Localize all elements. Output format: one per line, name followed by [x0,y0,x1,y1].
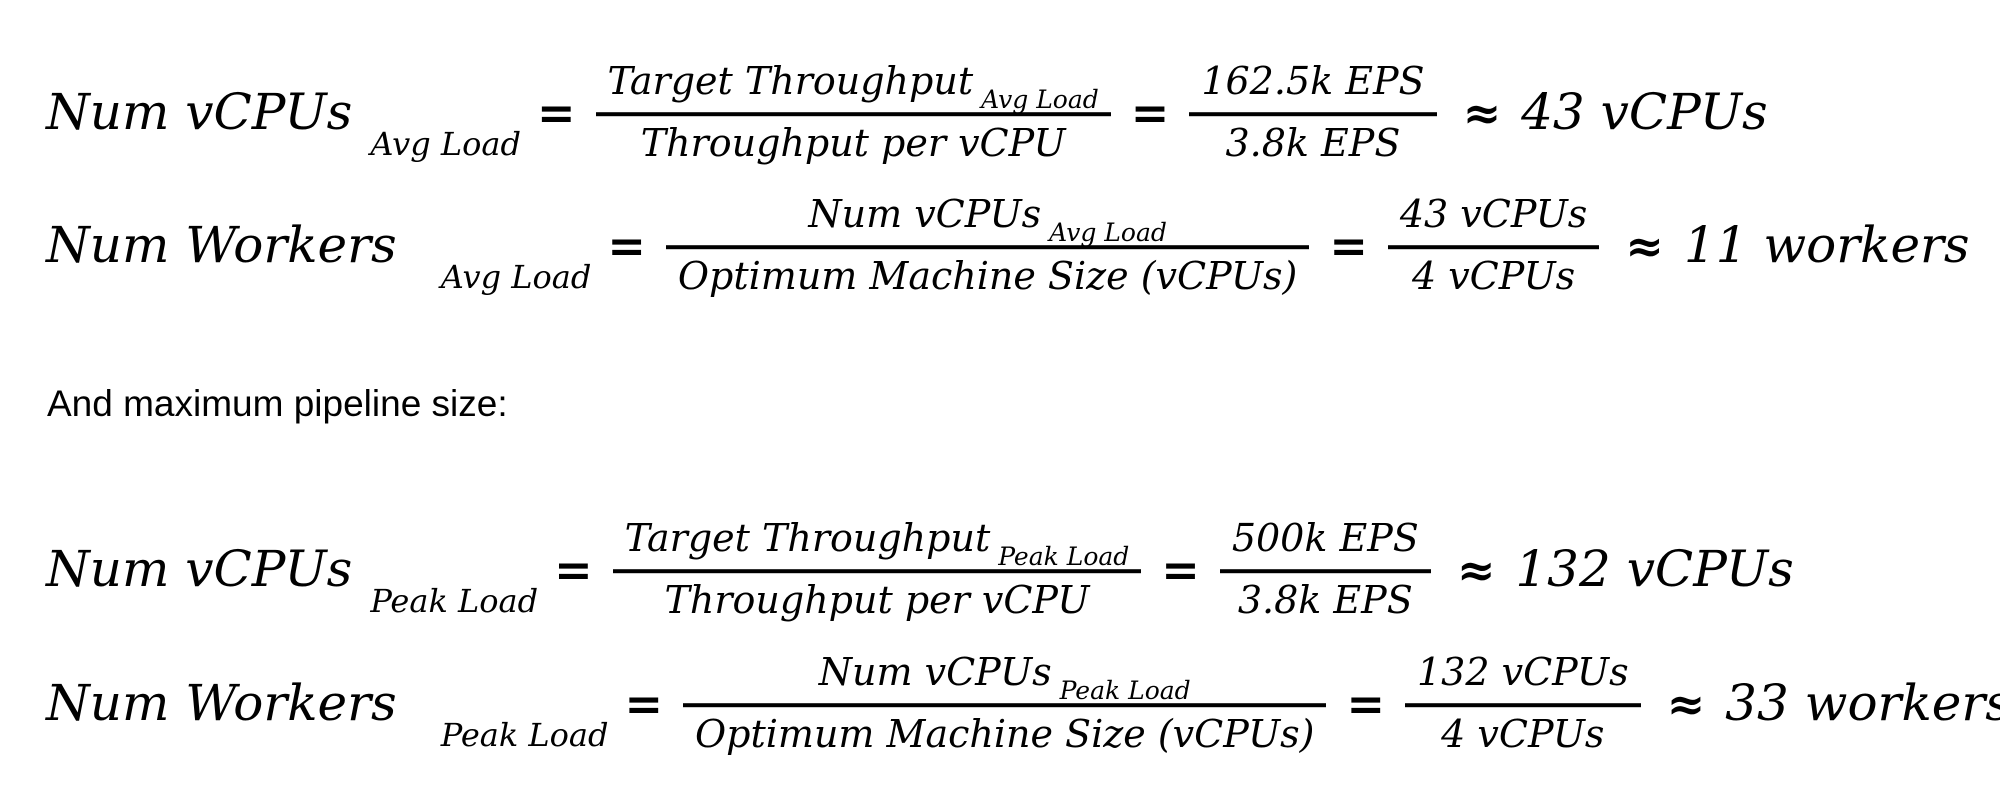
fraction-numerator-text: Target Throughput [624,516,991,561]
equation-lhs-name: Num vCPUs [46,540,353,599]
fraction-bar [1387,245,1600,249]
fraction-denominator: 4 vCPUs [1441,712,1605,756]
equation-lhs-subscript: Avg Load [440,258,592,297]
equation-lhs-subscript: Avg Load [370,125,521,164]
equals-sign: = [607,218,646,273]
value-fraction: 162.5k EPS 3.8k EPS [1189,59,1437,165]
fraction-numerator: 132 vCPUs [1417,650,1629,695]
fraction-denominator: Throughput per vCPU [664,578,1090,622]
fraction-numerator-subscript: Peak Load [998,542,1130,572]
equation-lhs: Num WorkersPeak Load [46,674,608,753]
equation-result: 132 vCPUs [1515,540,1794,599]
equation-lhs-subscript: Peak Load [440,716,609,755]
approx-sign: ≈ [1666,676,1706,731]
equals-sign: = [1329,218,1368,273]
fraction-denominator: Throughput per vCPU [640,121,1066,165]
equals-sign: = [1130,85,1170,140]
fraction-numerator-subscript: Avg Load [981,85,1099,115]
equation-result: 11 workers [1683,216,1970,275]
fraction-numerator-subscript: Peak Load [1059,676,1191,706]
equation-lhs-name: Num Workers [46,216,397,275]
fraction-bar [612,569,1142,573]
fraction-denominator: 3.8k EPS [1225,121,1401,165]
equals-sign: = [1346,676,1385,731]
value-fraction: 132 vCPUs 4 vCPUs [1405,650,1641,756]
intro-text: And maximum pipeline size: [47,383,508,424]
fraction-denominator: 4 vCPUs [1411,254,1576,298]
fraction-bar [1219,569,1431,573]
equals-sign: = [536,85,576,140]
approx-sign: ≈ [1625,218,1664,273]
fraction-denominator: Optimum Machine Size (vCPUs) [695,712,1315,756]
equation-lhs: Num vCPUsPeak Load [46,540,538,619]
fraction-numerator: 500k EPS [1231,516,1419,561]
value-fraction: 43 vCPUs 4 vCPUs [1387,192,1600,298]
equation-lhs-name: Num vCPUs [46,83,353,142]
equation-lhs-name: Num Workers [46,674,397,733]
equation-result: 33 workers [1725,674,2000,733]
approx-sign: ≈ [1456,542,1496,597]
fraction-numerator-text: Num vCPUs [818,650,1052,695]
fraction-bar [1405,703,1641,707]
fraction-numerator-text: Num vCPUs [808,192,1042,237]
fraction-denominator: 3.8k EPS [1237,578,1413,622]
fraction-bar [683,703,1327,707]
fraction-numerator-subscript: Avg Load [1049,218,1167,248]
fraction-bar [665,245,1310,249]
equals-sign: = [1161,542,1200,597]
equation-lhs-subscript: Peak Load [370,582,539,621]
equation-lhs: Num WorkersAvg Load [46,216,591,295]
equals-sign: = [624,676,664,731]
fraction-denominator: Optimum Machine Size (vCPUs) [677,254,1298,298]
fraction-bar [1189,112,1437,116]
fraction-numerator: 162.5k EPS [1201,59,1425,104]
fraction-numerator: 43 vCPUs [1399,192,1588,237]
equals-sign: = [554,542,593,597]
equation-result: 43 vCPUs [1521,83,1768,142]
fraction-numerator-text: Target Throughput [607,59,974,104]
approx-sign: ≈ [1462,85,1502,140]
equation-lhs: Num vCPUsAvg Load [46,83,521,162]
value-fraction: 500k EPS 3.8k EPS [1219,516,1431,622]
fraction-bar [595,112,1111,116]
